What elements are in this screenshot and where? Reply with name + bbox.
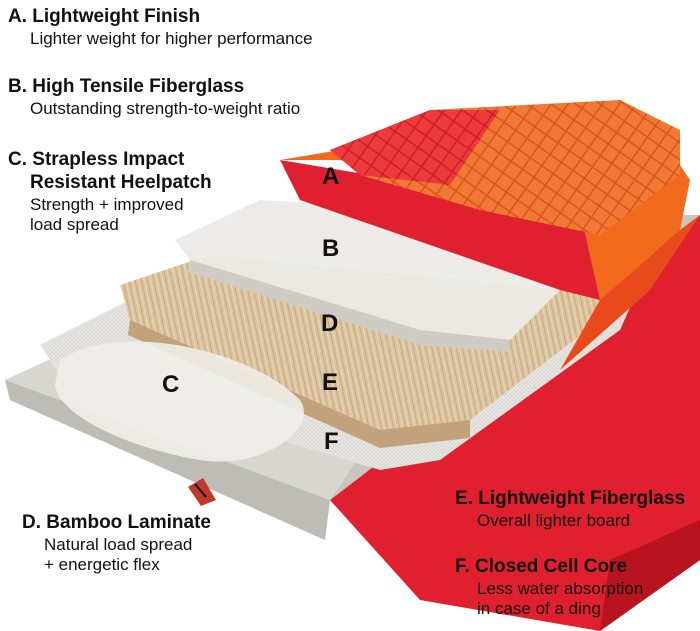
caption-d: D. Bamboo Laminate Natural load spread +… [22, 512, 211, 576]
caption-d-title: D. Bamboo Laminate [22, 512, 211, 533]
caption-a: A. Lightweight Finish Lighter weight for… [8, 6, 313, 49]
brand-logo-icon [188, 478, 216, 506]
layer-letter-a: A [322, 163, 340, 190]
caption-e: E. Lightweight Fiberglass Overall lighte… [455, 488, 685, 531]
caption-f-desc-line2: in case of a ding [477, 599, 601, 619]
layer-c-heelpatch [55, 341, 304, 462]
caption-a-desc: Lighter weight for higher performance [30, 28, 313, 48]
caption-e-desc: Overall lighter board [477, 510, 631, 530]
layer-letter-e: E [322, 369, 339, 396]
caption-a-title: A. Lightweight Finish [8, 6, 201, 27]
layer-letter-f: F [324, 428, 339, 455]
layer-a-finish [280, 100, 700, 370]
caption-f: F. Closed Cell Core Less water absorptio… [455, 556, 643, 620]
caption-b-desc: Outstanding strength-to-weight ratio [30, 98, 301, 118]
layer-letter-d: D [321, 310, 339, 337]
caption-c-desc-line2: load spread [30, 214, 119, 234]
caption-d-desc-line1: Natural load spread [44, 534, 193, 554]
caption-c-desc-line1: Strength + improved [30, 194, 184, 214]
layer-letter-b: B [322, 235, 340, 262]
caption-c-title-line1: C. Strapless Impact [8, 149, 185, 170]
caption-b: B. High Tensile Fiberglass Outstanding s… [8, 76, 300, 119]
caption-f-desc-line1: Less water absorption [477, 578, 644, 598]
caption-c-title-line2: Resistant Heelpatch [30, 171, 212, 193]
caption-b-title: B. High Tensile Fiberglass [8, 76, 245, 97]
caption-e-title: E. Lightweight Fiberglass [455, 488, 686, 509]
caption-d-desc-line2: + energetic flex [44, 555, 160, 575]
caption-f-title: F. Closed Cell Core [455, 556, 628, 577]
caption-c: C. Strapless Impact Resistant Heelpatch … [8, 149, 212, 235]
layer-letter-c: C [162, 371, 180, 398]
